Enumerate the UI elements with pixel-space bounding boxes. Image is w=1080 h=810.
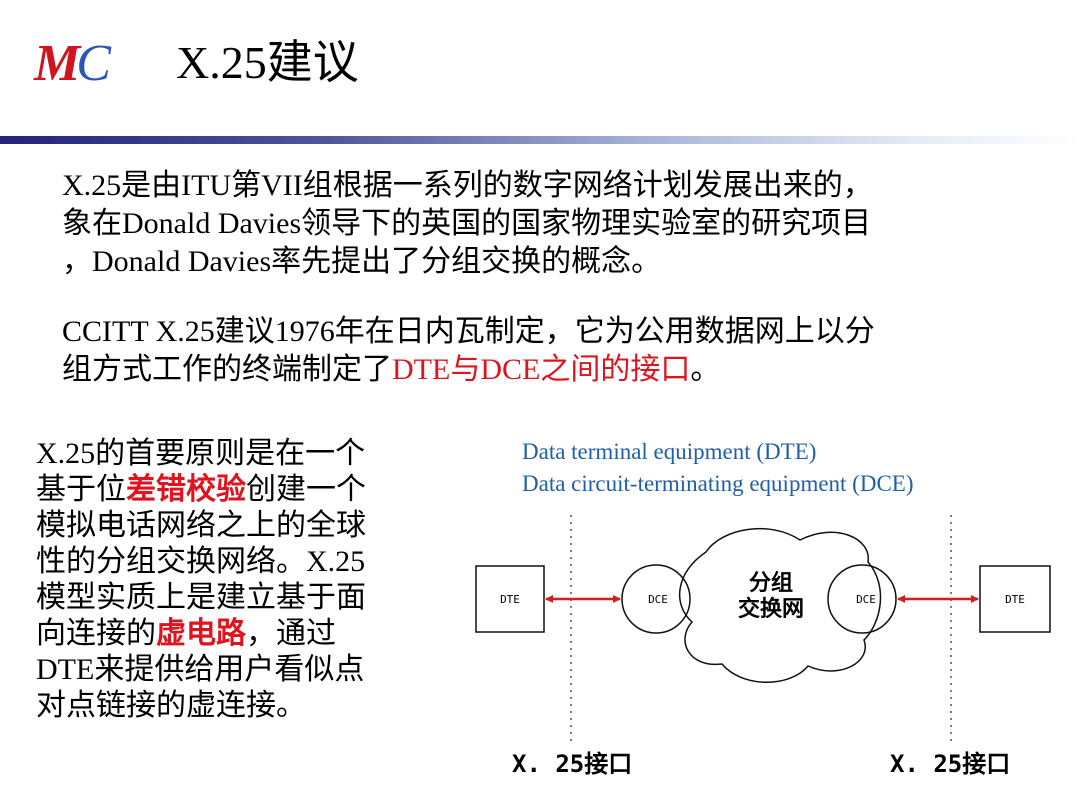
intro-paragraph-1: X.25是由ITU第VII组根据一系列的数字网络计划发展出来的， 象在Donal… <box>62 167 1052 281</box>
intro-p2-text: 组方式工作的终端制定了 <box>62 353 392 386</box>
slide-title: X.25建议 <box>176 37 359 88</box>
principle-text: 创建一个 <box>246 473 366 506</box>
intro-p1-line-1: X.25是由ITU第VII组根据一系列的数字网络计划发展出来的， <box>62 169 873 202</box>
intro-p2-line-2: 组方式工作的终端制定了DTE与DCE之间的接口。 <box>62 351 1052 389</box>
principle-line-3: 模拟电话网络之上的全球 <box>36 509 366 542</box>
dte-right-label: DTE <box>1005 593 1025 606</box>
principle-line-8: 对点链接的虚连接。 <box>36 689 306 722</box>
packet-switching-network-cloud <box>678 527 882 683</box>
bit-error-check-highlight: 差错校验 <box>126 473 246 506</box>
dte-dce-interface-highlight: DTE与DCE之间的接口 <box>392 353 691 386</box>
intro-p2-period: 。 <box>690 353 721 386</box>
dte-left-label: DTE <box>500 593 520 606</box>
intro-p1-line-3: ，Donald Davies率先提出了分组交换的概念。 <box>62 245 662 278</box>
principle-line-7: DTE来提供给用户看似点 <box>36 653 365 686</box>
principle-text: ，通过 <box>246 617 336 650</box>
dte-definition: Data terminal equipment (DTE) <box>522 439 817 464</box>
title-divider <box>0 136 1080 144</box>
dce-left-label: DCE <box>648 593 668 606</box>
dce-right-circle <box>827 564 897 634</box>
x25-interface-label-right: X. 25接口 <box>890 750 1011 778</box>
intro-p2-line-1: CCITT X.25建议1976年在日内瓦制定，它为公用数据网上以分 <box>62 315 875 348</box>
principle-line-5: 模型实质上是建立基于面 <box>36 581 366 614</box>
dce-left-circle <box>621 564 691 634</box>
x25-principle-text: X.25的首要原则是在一个 基于位差错校验创建一个 模拟电话网络之上的全球 性的… <box>36 436 436 724</box>
mc-logo: MC <box>34 35 111 92</box>
cloud-label-line-2: 交换网 <box>738 596 804 622</box>
principle-line-1: X.25的首要原则是在一个 <box>36 437 366 470</box>
principle-line-6: 向连接的虚电路，通过 <box>36 616 436 652</box>
principle-line-4: 性的分组交换网络。X.25 <box>36 545 366 578</box>
dte-left-box <box>475 565 545 633</box>
dte-right-box <box>979 565 1051 633</box>
dce-definition: Data circuit-terminating equipment (DCE) <box>522 471 914 496</box>
intro-p1-line-2: 象在Donald Davies领导下的英国的国家物理实验室的研究项目 <box>62 207 872 240</box>
principle-text: 基于位 <box>36 473 126 506</box>
dce-right-label: DCE <box>856 593 876 606</box>
principle-text: 向连接的 <box>36 617 156 650</box>
virtual-circuit-highlight: 虚电路 <box>156 617 246 650</box>
principle-line-2: 基于位差错校验创建一个 <box>36 472 436 508</box>
x25-interface-label-left: X. 25接口 <box>512 750 633 778</box>
intro-paragraph-2: CCITT X.25建议1976年在日内瓦制定，它为公用数据网上以分 组方式工作… <box>62 313 1052 389</box>
cloud-label-line-1: 分组 <box>749 570 793 596</box>
